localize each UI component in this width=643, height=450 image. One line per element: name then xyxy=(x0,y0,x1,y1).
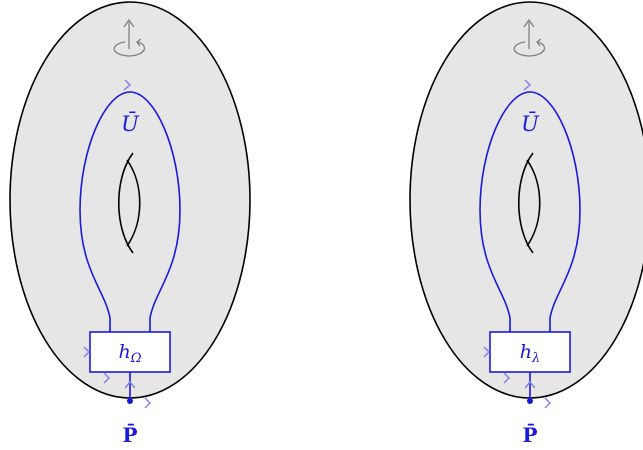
loop-u xyxy=(79,79,181,332)
chevron-arrow-icon xyxy=(523,79,532,91)
svg-text:hΩ: hΩ xyxy=(118,341,141,366)
point-stem xyxy=(103,372,151,409)
chevron-arrow-icon xyxy=(524,380,536,389)
chevron-arrow-icon xyxy=(144,397,151,409)
base-point xyxy=(127,398,133,404)
chevron-arrow-icon xyxy=(83,346,90,358)
diagram-left: Ū hΩ P̄ xyxy=(9,1,251,447)
chevron-arrow-icon xyxy=(503,372,510,384)
loop-path xyxy=(479,91,581,332)
loop-label: Ū xyxy=(521,111,540,136)
chevron-arrow-icon xyxy=(123,79,132,91)
chevron-arrow-icon xyxy=(103,372,110,384)
rotation-arrow-icon xyxy=(513,18,545,57)
point-stem xyxy=(503,372,551,409)
box-label-sub: λ xyxy=(531,351,540,366)
loop-path xyxy=(79,91,181,332)
h-box: hλ xyxy=(483,331,571,373)
box-label-main: h xyxy=(520,341,532,363)
point-label: P̄ xyxy=(122,422,137,447)
diagram-right: Ū hλ P̄ xyxy=(409,1,643,447)
svg-text:hλ: hλ xyxy=(520,341,541,366)
box-label-sub: Ω xyxy=(130,351,142,366)
base-point xyxy=(527,398,533,404)
point-label: P̄ xyxy=(522,422,537,447)
chevron-arrow-icon xyxy=(124,380,136,389)
loop-u xyxy=(479,79,581,332)
h-box: hΩ xyxy=(83,331,171,373)
chevron-arrow-icon xyxy=(544,397,551,409)
torus-hole xyxy=(518,152,541,254)
box-label-main: h xyxy=(118,341,130,363)
loop-label: Ū xyxy=(121,111,140,136)
torus-hole xyxy=(118,152,141,254)
rotation-arrow-icon xyxy=(113,18,145,57)
chevron-arrow-icon xyxy=(483,346,490,358)
